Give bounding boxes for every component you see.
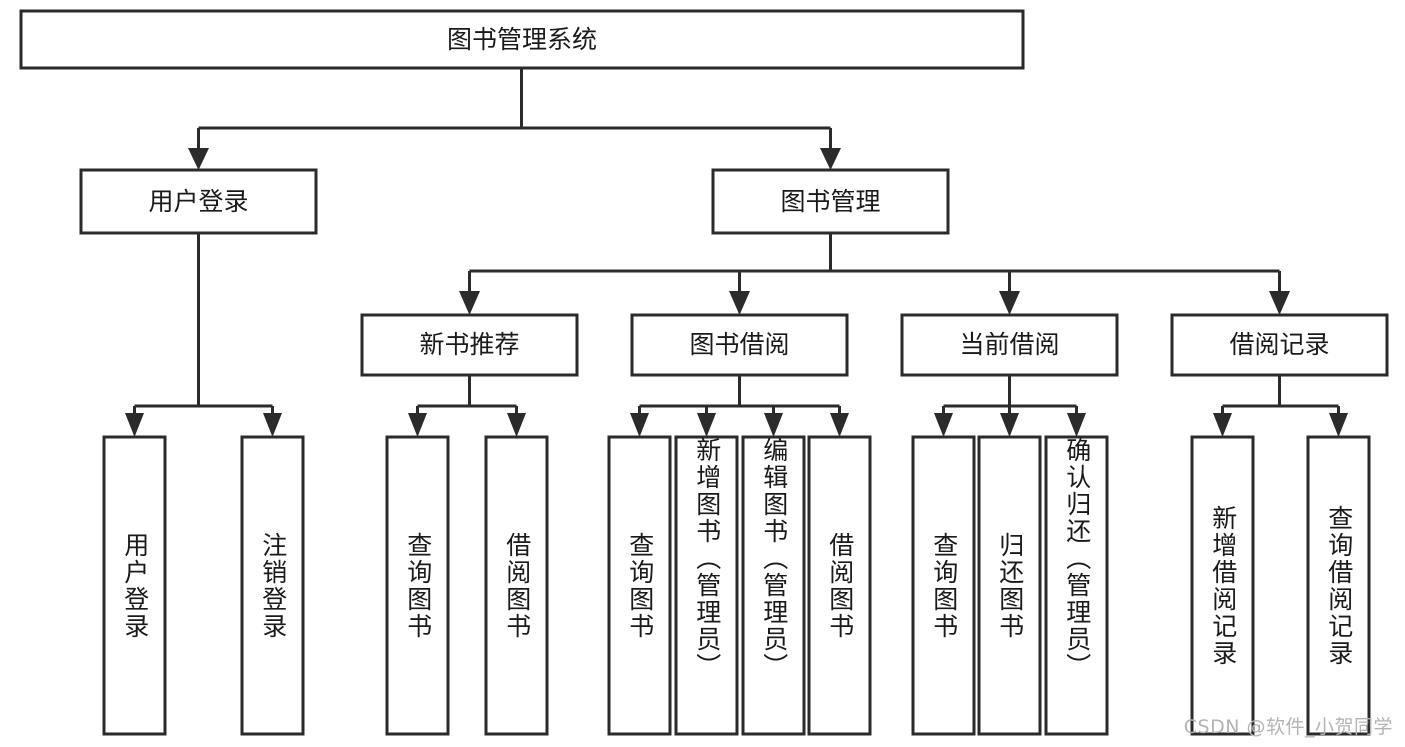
connector-group-current-borrow-to-leaves: [934, 375, 1086, 437]
leaf-box-bb-query-book[interactable]: [607, 435, 672, 736]
node-current-borrow[interactable]: 当前借阅: [900, 313, 1119, 377]
leaf-group-book-borrow: [607, 435, 872, 736]
leaf-box-br-add-record[interactable]: [1190, 435, 1255, 736]
leaf-group-current-borrow: [911, 435, 1109, 736]
leaf-box-cb-return-book[interactable]: [977, 435, 1042, 736]
node-root-box[interactable]: [19, 9, 1025, 70]
node-book-manage-box[interactable]: [711, 168, 950, 235]
arrow-head-nb-borrow: [507, 413, 526, 437]
arrow-head-bb-add: [697, 413, 716, 437]
arrow-head-br-query: [1329, 413, 1348, 437]
node-user-login-box[interactable]: [79, 168, 318, 235]
node-book-manage-label: 图书管理: [780, 187, 880, 216]
arrow-head-bb-query: [630, 413, 649, 437]
leaf-box-bb-edit-book[interactable]: [741, 435, 806, 736]
arrow-head-book-manage: [820, 148, 841, 170]
node-new-book-recommend-box[interactable]: [360, 313, 579, 377]
node-current-borrow-label: 当前借阅: [959, 330, 1059, 359]
connector-group-root-to-level2: [188, 69, 841, 170]
leaf-box-br-query-record[interactable]: [1306, 435, 1371, 736]
node-root[interactable]: 图书管理系统: [19, 9, 1025, 70]
leaf-box-nb-borrow-book[interactable]: [484, 435, 549, 736]
arrow-head-book-borrow: [729, 291, 750, 315]
node-borrow-record-box[interactable]: [1170, 313, 1389, 377]
node-book-borrow[interactable]: 图书借阅: [630, 313, 849, 377]
arrow-head-leaf-user-login: [125, 413, 144, 437]
arrow-head-cb-return: [1000, 413, 1019, 437]
arrow-head-cb-confirm: [1067, 413, 1086, 437]
node-user-login[interactable]: 用户登录: [79, 168, 318, 235]
arrow-head-bb-edit: [764, 413, 783, 437]
leaf-box-bb-borrow-book[interactable]: [807, 435, 872, 736]
arrow-head-br-add: [1213, 413, 1232, 437]
node-current-borrow-box[interactable]: [900, 313, 1119, 377]
node-book-borrow-box[interactable]: [630, 313, 849, 377]
leaf-group-borrow-record: [1190, 435, 1371, 736]
leaf-box-cb-query-book[interactable]: [911, 435, 976, 736]
arrow-head-cb-query: [934, 413, 953, 437]
node-book-borrow-label: 图书借阅: [689, 330, 789, 359]
node-user-login-label: 用户登录: [148, 187, 248, 216]
leaf-box-cb-confirm-return[interactable]: [1044, 435, 1109, 736]
connector-group-new-book-to-leaves: [408, 375, 526, 437]
connector-group-borrow-record-to-leaves: [1213, 375, 1348, 437]
connector-group-book-manage-to-level3: [459, 233, 1290, 315]
arrow-head-bb-borrow: [830, 413, 849, 437]
arrow-head-borrow-record: [1269, 291, 1290, 315]
arrow-head-current-borrow: [999, 291, 1020, 315]
node-new-book-recommend-label: 新书推荐: [419, 330, 519, 359]
leaf-group-new-book-recommend: [385, 435, 549, 736]
node-borrow-record[interactable]: 借阅记录: [1170, 313, 1389, 377]
arrow-head-leaf-logout: [263, 413, 282, 437]
leaf-group-user-login: [102, 435, 305, 736]
arrow-head-user-login: [188, 148, 209, 170]
connector-group-book-borrow-to-leaves: [630, 375, 849, 437]
node-root-label: 图书管理系统: [447, 25, 597, 54]
node-new-book-recommend[interactable]: 新书推荐: [360, 313, 579, 377]
leaf-box-user-login[interactable]: [102, 435, 167, 736]
arrow-head-nb-query: [408, 413, 427, 437]
watermark-csdn: CSDN @软件_小贺同学: [1183, 716, 1393, 738]
leaf-box-nb-query-book[interactable]: [385, 435, 450, 736]
leaf-box-bb-add-book[interactable]: [674, 435, 739, 736]
arrow-head-new-book: [459, 291, 480, 315]
connector-group-user-login-to-leaves: [125, 233, 282, 437]
leaf-box-logout[interactable]: [240, 435, 305, 736]
node-borrow-record-label: 借阅记录: [1229, 330, 1329, 359]
node-book-manage[interactable]: 图书管理: [711, 168, 950, 235]
